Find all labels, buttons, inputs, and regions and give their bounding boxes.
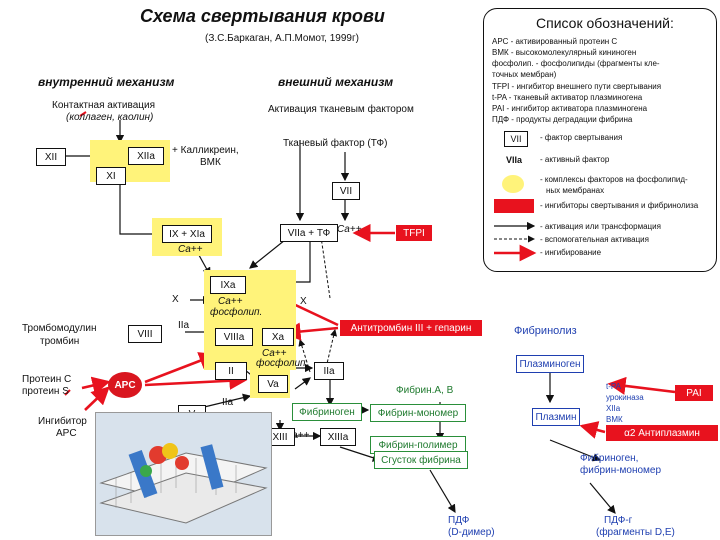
legend-red-swatch [494,199,534,213]
factor-ix-xia: IX + XIa [162,225,212,243]
legend-vii-box: VII [504,131,528,147]
factor-viiia: VIIIa [215,328,253,346]
legend-item: TFPI - ингибитор внешнего пути свертыван… [492,82,662,91]
fibrin-monomer-box: Фибрин-мономер [370,404,466,422]
plasmin-box: Плазмин [532,408,580,426]
pdf-d-dimer-note: (D-димер) [448,527,495,538]
factor-iia-lower: IIa [222,397,234,408]
ca-viia: Ca++ [337,224,362,235]
kallikrein-label: + Калликреин, [172,145,239,156]
factor-iia-left: IIa [178,320,190,331]
antithrombin-inhibitor: Антитромбин III + гепарин [340,320,482,336]
legend-panel: Список обозначений: APC - активированный… [483,8,717,272]
legend-yellow-swatch [502,175,524,193]
factor-xiia: XIIa [128,147,164,165]
pdf-fragments: ПДФ-г [604,515,633,526]
factor-xii: XII [36,148,66,166]
legend-item: фосфолип. - фосфолипиды (фрагменты кле- [492,59,660,68]
pai-inhibitor: PAI [675,385,713,401]
factor-viii: VIII [128,325,162,343]
legend-arrow2: - вспомогательная активация [540,235,649,244]
thrombomodulin-label: Тромбомодулин [22,323,97,334]
fibrinogen-fibrin-label2: фибрин-мономер [580,465,662,476]
fibrinolysis-activator-2: XIIa [606,404,621,413]
membrane-drawing [96,413,271,535]
legend-viia-label: VIIa [506,155,523,165]
legend-yellow-desc2: ных мембранах [546,186,605,195]
legend-item: PAI - ингибитор активатора плазминогена [492,104,648,113]
tissue-factor: Тканевый фактор (ТФ) [283,138,388,149]
factor-xi: XI [96,167,126,185]
ca-xa: Ca++ [262,348,287,359]
protein-c-label: Протеин С [22,374,72,385]
fibrinogen-fibrin-label: Фибриноген, [580,453,639,464]
diagram-subtitle: (З.С.Баркаган, А.П.Момот, 1999г) [205,33,359,44]
factor-vii: VII [332,182,360,200]
fibrinolysis-activator-0: t-PA [606,382,621,391]
legend-viia-desc: - активный фактор [540,155,610,164]
fibrinolysis-activator-3: ВМК [606,415,623,424]
fibrinolysis-activator-1: урокиназа [606,393,644,402]
tfpi-inhibitor: TFPI [396,225,432,241]
factor-x-left: X [172,294,179,305]
thrombin-label: тромбин [40,336,80,347]
legend-item: t-PA - тканевый активатор плазминогена [492,93,643,102]
legend-item: APC - активированный протеин С [492,37,618,46]
factor-x-right: X [300,296,307,307]
fibrin-clot-box: Сгусток фибрина [374,451,468,469]
apc-inhibitor-label: Ингибитор [38,416,87,427]
legend-title: Список обозначений: [536,15,674,31]
fibrinogen-box: Фибриноген [292,403,362,421]
plasminogen-box: Плазминоген [516,355,584,373]
apc-inhibitor-label2: APC [56,428,77,439]
factor-xiiia: XIIIa [320,428,356,446]
extrinsic-heading: внешний механизм [278,75,394,89]
tissue-activation: Активация тканевым фактором [268,104,414,115]
fibrinopeptides-label: Фибрин.А, В [396,385,454,396]
fibrinolysis-heading: Фибринолиз [514,325,577,337]
factor-va: Va [258,375,288,393]
protein-s-label: протеин S [22,386,69,397]
pdf-d-dimer: ПДФ [448,515,470,526]
diagram-title: Схема свертывания крови [140,6,385,26]
ca-xiii: Ca++ [285,430,310,441]
factor-iia: IIa [314,362,344,380]
membrane-illustration [95,412,272,536]
legend-item: ПДФ - продукты деградации фибрина [492,115,633,124]
factor-ii: II [215,362,247,380]
pdf-fragments-note: (фрагменты D,Е) [596,527,675,538]
legend-yellow-desc1: - комплексы факторов на фосфолипид- [540,175,688,184]
contact-activators: (коллаген, каолин) [66,112,154,123]
legend-arrow3: - ингибирование [540,248,602,257]
phospholipid-ixa: фосфолип. [210,307,263,318]
phospholipid-xa: фосфолип. [256,358,309,369]
factor-ixa: IXa [210,276,246,294]
ca-ix: Ca++ [178,244,203,255]
legend-vii-desc: - фактор свертывания [540,133,623,142]
ca-ixa: Ca++ [218,296,243,307]
legend-item: точных мембран) [492,70,557,79]
apc-node: APC [108,372,142,398]
antiplasmin-inhibitor: α2 Антиплазмин [606,425,718,441]
legend-red-desc: - ингибиторы свертывания и фибринолиза [540,201,699,210]
intrinsic-heading: внутренний механизм [38,75,175,89]
factor-viia-tf: VIIa + ТФ [280,224,338,242]
legend-item: ВМК - высокомолекулярный кининоген [492,48,637,57]
legend-arrow-samples [494,221,537,262]
legend-arrow1: - активация или трансформация [540,222,661,231]
contact-activation: Контактная активация [52,100,155,111]
factor-xa: Xa [262,328,294,346]
vmk-label: ВМК [200,157,221,168]
